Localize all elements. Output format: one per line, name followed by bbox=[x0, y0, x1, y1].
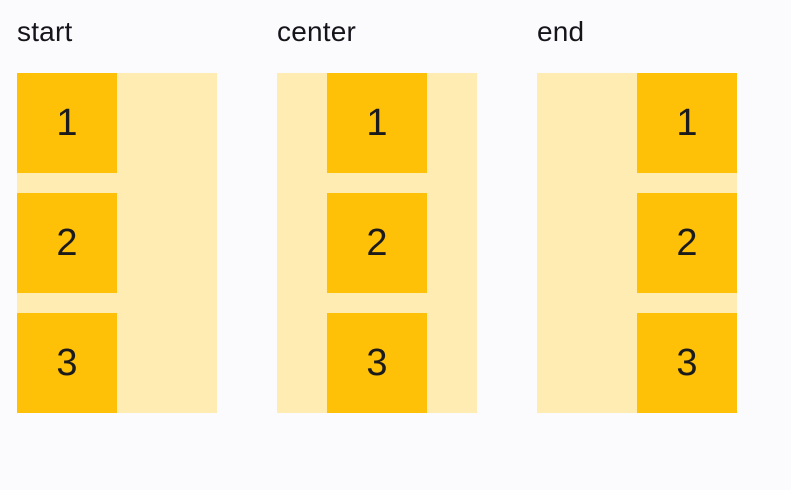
panel-center-label: center bbox=[277, 16, 357, 47]
flex-item: 1 bbox=[17, 73, 117, 174]
flex-container-end: 1 2 3 bbox=[537, 73, 737, 414]
flex-item: 3 bbox=[637, 313, 737, 414]
flex-item: 3 bbox=[327, 313, 427, 414]
flex-item: 1 bbox=[327, 73, 427, 174]
flex-container-start: 1 2 3 bbox=[17, 73, 217, 414]
panel-start: start 1 2 3 bbox=[17, 16, 217, 414]
panel-end: end 1 2 3 bbox=[537, 16, 737, 414]
flex-item: 3 bbox=[17, 313, 117, 414]
demo-panels-row: start 1 2 3 center 1 2 3 end 1 2 3 bbox=[17, 16, 791, 414]
panel-start-label: start bbox=[17, 16, 73, 47]
flex-item: 2 bbox=[17, 193, 117, 294]
panel-end-label: end bbox=[537, 16, 585, 47]
flex-item: 2 bbox=[327, 193, 427, 294]
flex-container-center: 1 2 3 bbox=[277, 73, 477, 414]
flex-item: 1 bbox=[637, 73, 737, 174]
flex-item: 2 bbox=[637, 193, 737, 294]
panel-center: center 1 2 3 bbox=[277, 16, 477, 414]
